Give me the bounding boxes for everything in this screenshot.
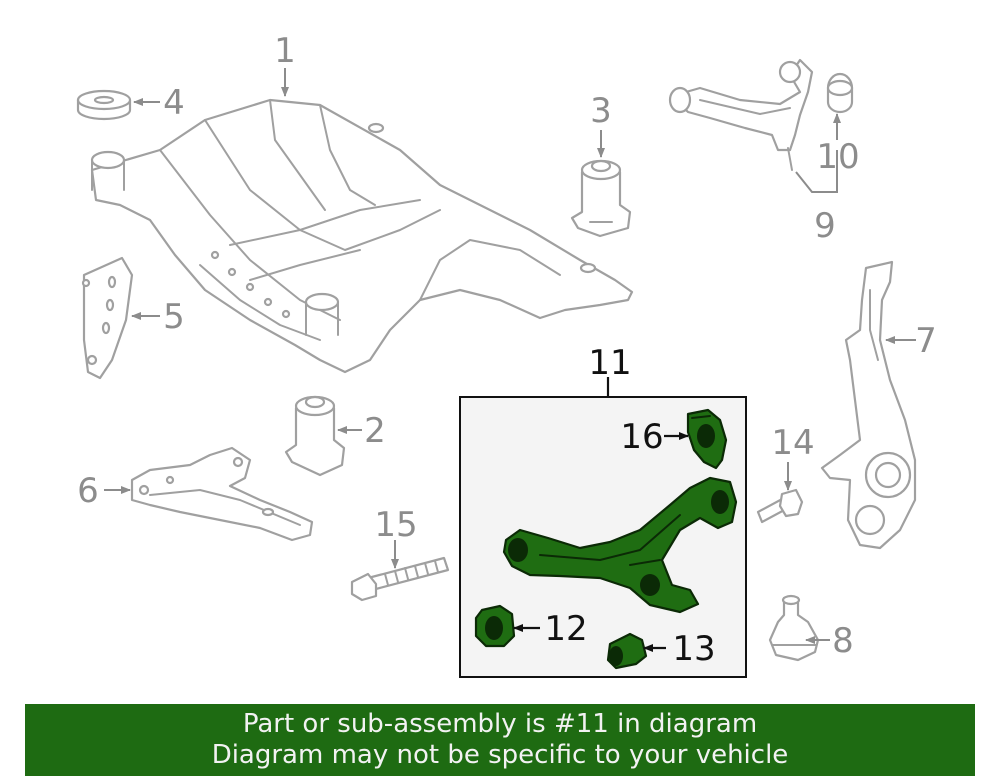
callout-13: 13 [672,629,715,669]
subframe-part[interactable] [90,98,634,374]
banner-line-1: Part or sub-assembly is #11 in diagram [242,709,758,739]
lower-control-arm-part[interactable] [502,476,738,614]
bracket-part-6[interactable] [130,446,314,542]
callout-3: 3 [590,91,612,131]
callout-4: 4 [163,83,185,123]
bushing-part-2[interactable] [284,395,346,477]
bushing-part-3[interactable] [570,159,632,238]
callout-11: 11 [588,343,631,383]
green-bushing-part-13[interactable] [606,632,648,670]
callout-7: 7 [915,321,937,361]
green-mount-part-16[interactable] [686,408,728,470]
disclaimer-banner: Part or sub-assembly is #11 in diagram D… [25,704,975,776]
green-bushing-part-12[interactable] [474,604,516,648]
callout-14: 14 [771,423,814,463]
upper-control-arm-part[interactable] [668,58,854,171]
bolt-part-15[interactable] [350,556,450,602]
bracket-part-5[interactable] [81,256,134,380]
callout-6: 6 [77,471,99,511]
washer-part[interactable] [76,89,132,121]
bolt-part-14[interactable] [756,488,804,524]
callout-12: 12 [544,609,587,649]
callout-2: 2 [364,411,386,451]
callout-9: 9 [814,206,836,246]
callout-15: 15 [374,505,417,545]
banner-line-2: Diagram may not be specific to your vehi… [211,740,789,770]
callout-16: 16 [620,417,663,457]
callout-8: 8 [832,621,854,661]
callout-10: 10 [816,137,859,177]
steering-knuckle-part[interactable] [820,260,917,550]
callout-1: 1 [274,31,296,71]
callout-5: 5 [163,297,185,337]
ball-joint-part[interactable] [768,594,820,662]
leader-9 [795,150,838,193]
